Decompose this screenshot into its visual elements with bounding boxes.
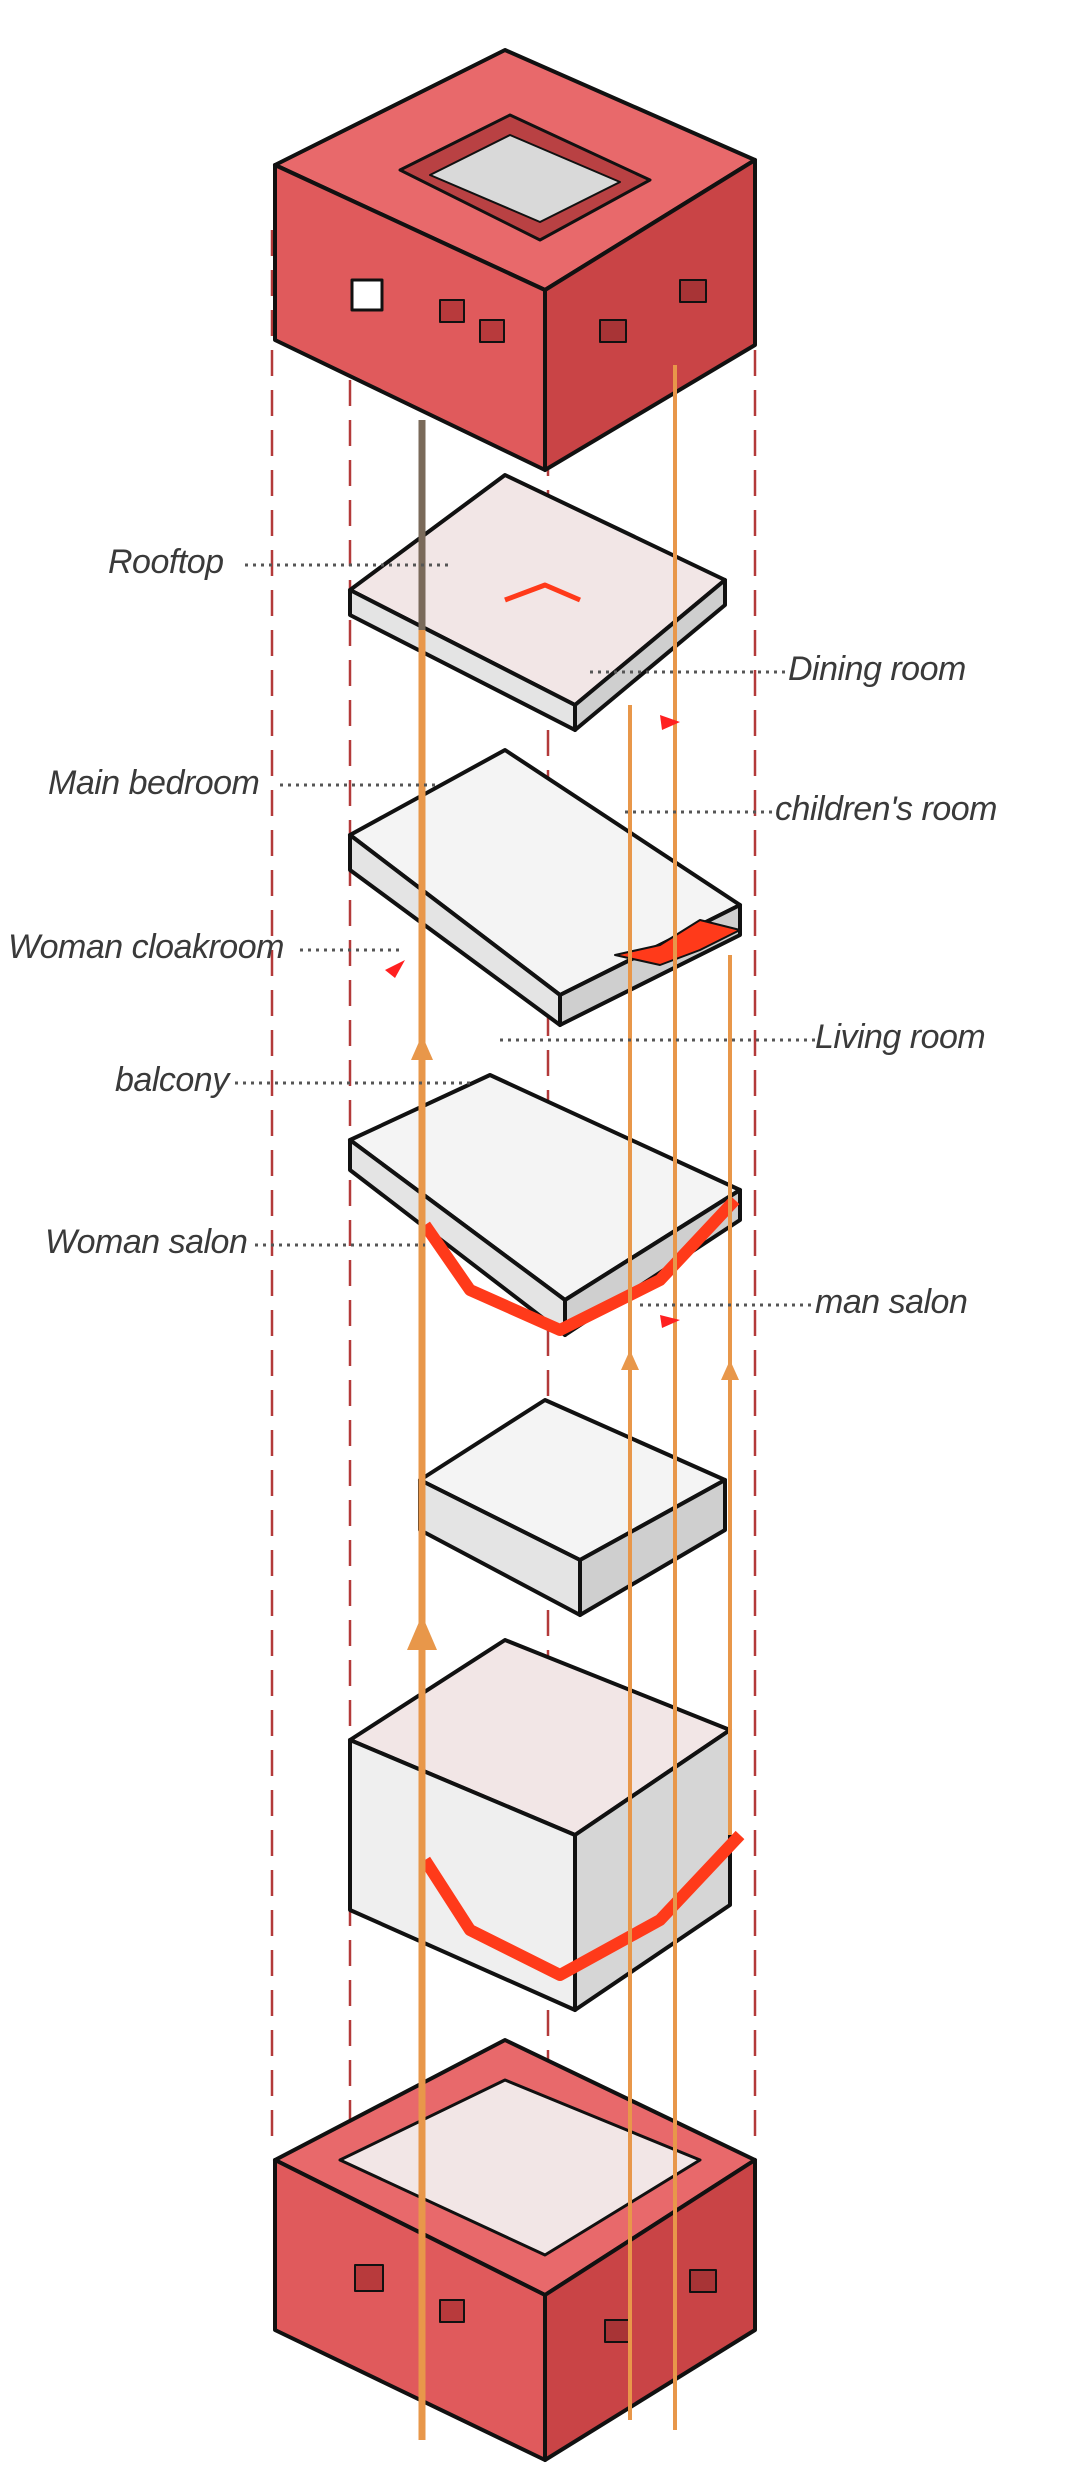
label-dining-room: Dining room — [788, 650, 966, 688]
bottom-building-window — [604, 2319, 632, 2343]
red-arrow-icon — [660, 1315, 680, 1328]
entry-arrows — [385, 715, 680, 1328]
label-living-room: Living room — [815, 1018, 986, 1056]
label-rooftop: Rooftop — [108, 543, 224, 581]
rooftop-stair-mark — [504, 582, 581, 603]
label-balcony: balcony — [115, 1061, 229, 1099]
up-arrow-icon — [721, 1360, 739, 1380]
bottom-building-right-face — [543, 2158, 757, 2462]
bottom-building — [273, 2038, 757, 2462]
leader-lines — [235, 563, 815, 1307]
circulation-lines — [418, 365, 732, 2440]
top-building-window — [679, 279, 707, 303]
top-building-window — [479, 319, 505, 343]
basement-level-plate — [418, 1398, 727, 1617]
up-arrow-icon — [411, 1035, 433, 1060]
top-building-window — [350, 278, 384, 312]
up-arrow-icon — [621, 1350, 639, 1370]
bottom-building-window — [689, 2269, 717, 2293]
bedroom-stair — [614, 919, 741, 966]
label-woman-cloakroom: Woman cloakroom — [8, 928, 284, 966]
ground-stair — [419, 1830, 745, 1981]
top-building-right-face — [543, 158, 757, 472]
circulation-arrows — [407, 1035, 739, 1650]
bottom-building-window — [354, 2264, 384, 2292]
red-arrow-icon — [385, 960, 405, 978]
salon-stair — [420, 1195, 740, 1336]
top-building-courtyard-floor — [429, 134, 621, 223]
bottom-building-roof-deck — [338, 2078, 702, 2257]
bottom-building-window — [439, 2299, 465, 2323]
bedroom-level-plate — [348, 748, 742, 1027]
top-building — [273, 48, 757, 472]
salon-level-plate — [348, 1073, 742, 1337]
top-building-window — [439, 299, 465, 323]
up-arrow-icon — [407, 1615, 437, 1650]
top-building-window — [599, 319, 627, 343]
ground-volume — [348, 1638, 745, 2012]
label-childrens-room: children's room — [775, 790, 997, 828]
label-main-bedroom: Main bedroom — [48, 764, 260, 802]
label-man-salon: man salon — [815, 1283, 968, 1321]
rooftop-plate — [348, 473, 727, 732]
floor-plates — [348, 473, 745, 2012]
red-arrow-icon — [660, 715, 680, 730]
label-woman-salon: Woman salon — [45, 1223, 248, 1261]
